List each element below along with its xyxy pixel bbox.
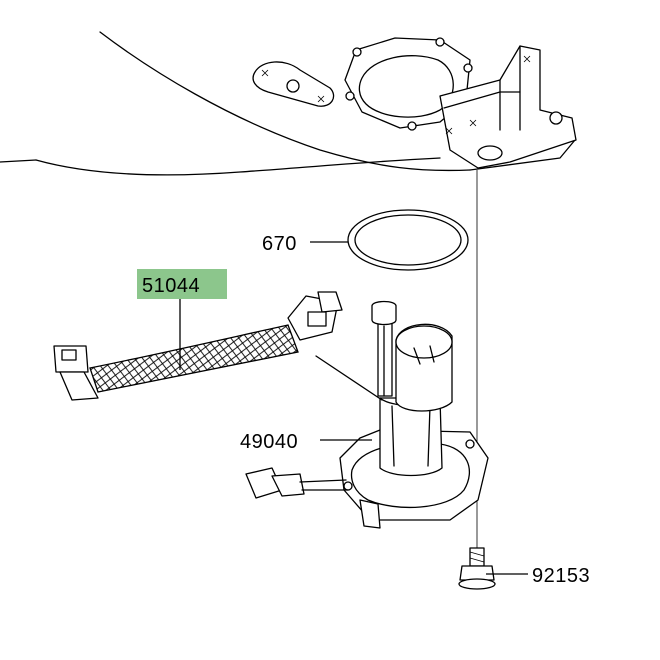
part-label-51044[interactable]: 51044 (137, 269, 227, 299)
highlight-box (137, 269, 227, 299)
flange-bolt (458, 547, 496, 590)
svg-text:49040: 49040 (240, 431, 298, 453)
fuel-pump-assembly (245, 300, 489, 529)
tank-pump-flange (344, 37, 473, 131)
tank-bracket-plate (252, 61, 335, 107)
wiring-harness (53, 291, 343, 401)
harness-right-connector (287, 291, 343, 341)
part-label-49040[interactable]: 49040 (240, 431, 298, 453)
pump-side-connector (245, 467, 349, 499)
o-ring-gasket (347, 209, 469, 271)
tank-side-bracket (439, 45, 577, 169)
part-label-670[interactable]: 670 (262, 233, 297, 255)
svg-text:51044: 51044 (142, 275, 200, 297)
part-label-92153[interactable]: 92153 (532, 565, 590, 587)
svg-text:670: 670 (262, 233, 297, 255)
harness-left-connector (53, 345, 99, 401)
svg-text:92153: 92153 (532, 565, 590, 587)
